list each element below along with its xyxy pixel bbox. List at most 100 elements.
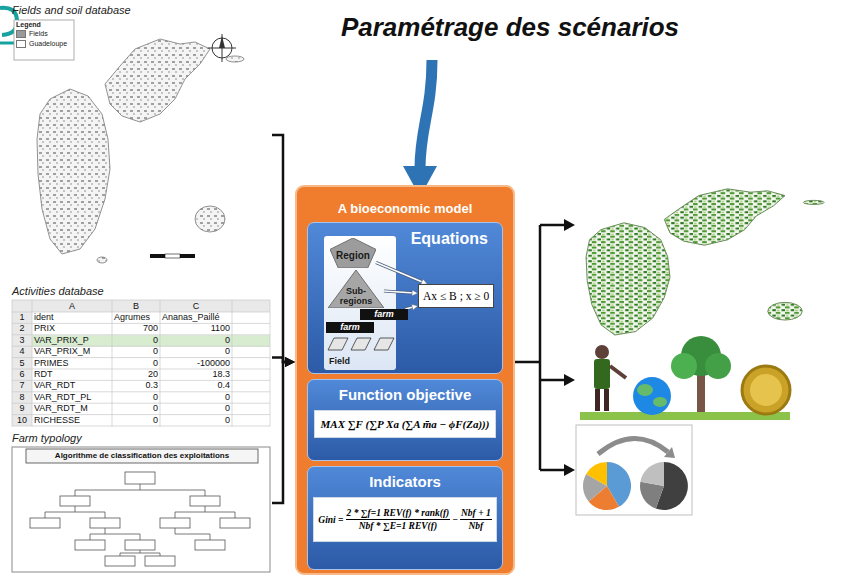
diagram-title: Paramétrage des scénarios <box>300 12 720 43</box>
field-parcels-part <box>351 338 371 350</box>
region-pentagon: Region <box>330 238 376 268</box>
typology-chart-part <box>125 472 155 484</box>
connector-line <box>272 358 288 363</box>
soil-map-part <box>165 254 180 258</box>
table-cell: C <box>162 300 230 312</box>
guadeloupe-map-part <box>586 223 670 335</box>
text-holder: 700 <box>114 323 158 334</box>
pie-charts-part <box>640 462 664 486</box>
panel-caption: Fields and soil database <box>12 4 131 16</box>
field-shape: Field <box>326 336 396 368</box>
guadeloupe-map <box>586 189 824 335</box>
table-cell: 0 <box>114 358 158 369</box>
text-holder: VAR_RDT <box>34 380 110 391</box>
table-cell: 700 <box>114 323 158 334</box>
typology-chart-part <box>90 518 120 528</box>
photo-illustration-part <box>594 359 610 389</box>
fraction: Nbf + 1Nbf <box>460 508 492 531</box>
spreadsheet-part <box>12 300 270 301</box>
pie-charts <box>576 425 692 515</box>
text-holder: 4 <box>14 346 30 357</box>
photo-illustration <box>580 336 790 420</box>
text-holder: 0 <box>114 415 158 426</box>
text-holder: 20 <box>114 369 158 380</box>
connector-line <box>272 362 288 503</box>
text-holder: Algorithme de classification des exploit… <box>26 450 258 462</box>
panel-caption: Activities database <box>12 285 104 297</box>
table-cell: 2 <box>14 323 30 334</box>
field-parcels-part <box>374 338 394 350</box>
table-cell: 0 <box>162 346 230 357</box>
connector-line <box>405 307 414 309</box>
table-cell: VAR_PRIX_P <box>34 335 110 346</box>
text-holder: Legend <box>16 21 41 29</box>
table-cell: VAR_PRIX_M <box>34 346 110 357</box>
table-cell: 7 <box>14 380 30 391</box>
table-cell: RDT <box>34 369 110 380</box>
soil-map-part <box>14 20 74 60</box>
table-cell: 0 <box>114 415 158 426</box>
connector-line <box>405 307 414 309</box>
legend-title: Legend <box>16 21 41 29</box>
formula-text: − <box>452 515 458 525</box>
table-cell: 0 <box>162 392 230 403</box>
table-cell: ident <box>34 312 110 323</box>
text-holder: 7 <box>14 380 30 391</box>
text-holder: Agrumes <box>114 312 158 323</box>
legend-swatch <box>16 40 26 48</box>
typology-chart-part <box>75 540 105 550</box>
table-cell: 1 <box>14 312 30 323</box>
pie-charts-part <box>598 438 668 454</box>
connector <box>272 357 295 503</box>
box-label: Field <box>329 356 350 367</box>
box-label: farm <box>340 322 360 333</box>
connector-line <box>272 135 288 362</box>
text-holder: 6 <box>14 369 30 380</box>
farm-bar: farm <box>360 309 408 320</box>
spreadsheet-part <box>12 300 270 312</box>
arrowhead <box>421 279 428 285</box>
text-holder: 0 <box>114 392 158 403</box>
text-holder: ident <box>34 312 110 323</box>
arrowhead <box>411 304 418 310</box>
photo-illustration-part <box>742 366 790 414</box>
text-holder: PRIMES <box>34 358 110 369</box>
text-holder: VAR_RDT_M <box>34 403 110 414</box>
formula-text: Nbf + 1 <box>460 508 492 520</box>
chart-title: Algorithme de classification des exploit… <box>26 450 258 462</box>
formula-text: Gini = <box>318 515 343 525</box>
box-label: Equations <box>411 230 488 248</box>
arrowhead <box>285 357 295 367</box>
legend-text: Guadeloupe <box>29 40 67 48</box>
text-holder: -100000 <box>162 358 230 369</box>
text-holder: 0 <box>114 403 158 414</box>
spreadsheet-part <box>32 300 33 427</box>
triangle-outline-part <box>328 270 384 308</box>
table-cell: 1100 <box>162 323 230 334</box>
typology-chart-part <box>125 540 155 550</box>
formula-text: 2 * ∑f=1 REV(f) * rank(f) <box>346 508 451 520</box>
connector <box>376 263 427 285</box>
fraction: 2 * ∑f=1 REV(f) * rank(f)Nbf * ∑E=1 REV(… <box>346 508 451 531</box>
table-cell: VAR_RDT_M <box>34 403 110 414</box>
soil-map-part <box>180 254 195 258</box>
text-holder: 0 <box>162 335 230 346</box>
legend-entry: Fields <box>16 30 48 38</box>
spreadsheet-part <box>12 300 32 426</box>
soil-map-part-part <box>208 34 236 62</box>
photo-illustration-part <box>610 366 626 378</box>
soil-map-part <box>37 39 244 263</box>
typology-chart-part <box>105 556 135 566</box>
photo-illustration-part <box>604 389 609 411</box>
text-holder: 5 <box>14 358 30 369</box>
table-cell: Agrumes <box>114 312 158 323</box>
table-cell: 0.4 <box>162 380 230 391</box>
formula-box: Gini =2 * ∑f=1 REV(f) * rank(f)Nbf * ∑E=… <box>313 497 496 542</box>
panel-caption: Farm typology <box>12 432 82 444</box>
output-arrows-part <box>564 464 575 476</box>
photo-illustration-part <box>653 397 667 407</box>
box-label: farm <box>374 309 394 320</box>
connector-line <box>384 291 414 293</box>
text-holder: 1 <box>14 312 30 323</box>
